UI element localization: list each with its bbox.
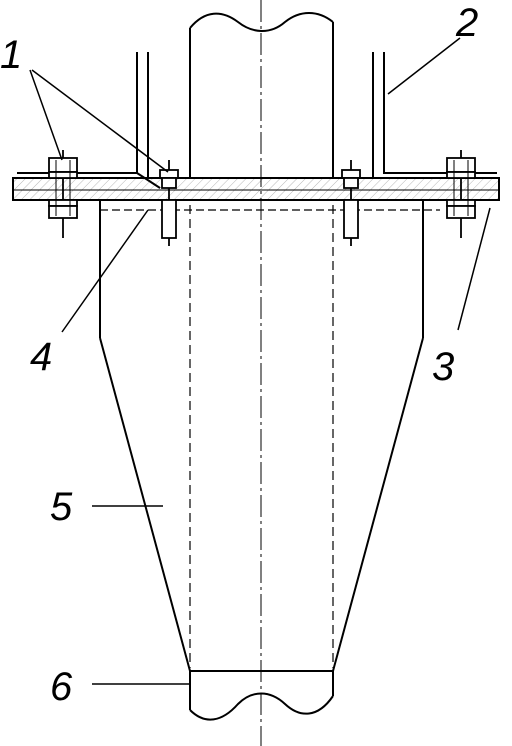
bolt-left-outer <box>48 150 78 238</box>
leader-1b <box>31 69 169 173</box>
bolt-left-inner <box>159 160 179 246</box>
leader-lines <box>29 37 491 685</box>
bolt-right-outer <box>446 150 476 238</box>
flange-plate <box>12 177 500 201</box>
shaft-hidden-lines <box>189 205 334 668</box>
leader-2 <box>387 37 461 95</box>
callout-4: 4 <box>30 335 52 379</box>
callout-2: 2 <box>455 1 478 45</box>
shaft-bottom-break <box>189 692 334 721</box>
bolt-right-inner <box>341 160 361 246</box>
shaft-top-break <box>189 12 334 32</box>
callout-6: 6 <box>50 665 73 709</box>
callout-3: 3 <box>432 345 454 389</box>
leader-4 <box>61 209 149 333</box>
housing-walls <box>17 52 497 189</box>
leader-3 <box>457 207 491 331</box>
leader-1a <box>29 69 63 161</box>
callout-5: 5 <box>50 485 73 529</box>
callout-1: 1 <box>0 33 22 77</box>
shaft <box>189 12 334 721</box>
cone <box>99 200 424 672</box>
